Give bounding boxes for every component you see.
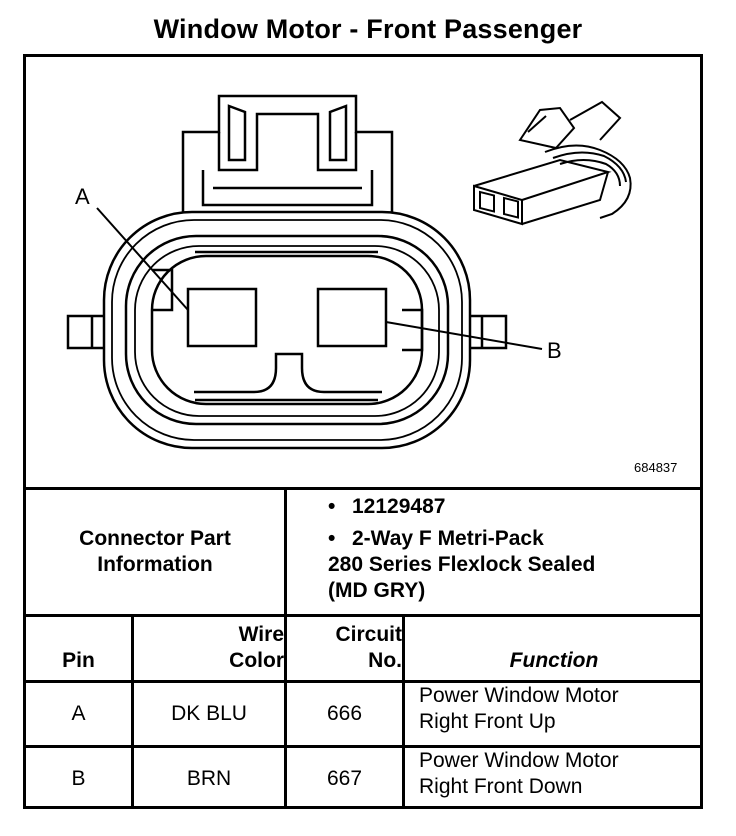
row-a-function-line1: Power Window Motor <box>419 684 619 707</box>
header-wire-line2: Color <box>229 649 284 672</box>
divider-diagram-table <box>23 487 703 490</box>
row-b-function-line1: Power Window Motor <box>419 749 619 772</box>
part-description-item: • 2-Way F Metri-Pack 280 Series Flexlock… <box>328 526 595 604</box>
row-a-circuit: 666 <box>326 702 363 725</box>
vline-partinfo-split <box>284 487 287 809</box>
pin-b-cavity <box>316 287 388 348</box>
divider-header-rows <box>23 680 703 683</box>
row-b-function-line2: Right Front Down <box>419 775 583 798</box>
row-b-wire-color: BRN <box>186 766 232 790</box>
pin-a-cavity <box>186 287 258 348</box>
part-description-line3: (MD GRY) <box>328 579 426 602</box>
bullet-icon: • <box>328 527 336 550</box>
connector-part-info-label: Connector Part Information <box>26 490 284 614</box>
row-a-function: Power Window Motor Right Front Up <box>405 683 703 745</box>
divider-partinfo-header <box>23 614 703 617</box>
connector-3d-view <box>473 100 632 226</box>
row-b-pin: B <box>71 766 86 790</box>
header-circuit-no: Circuit No. <box>287 617 402 680</box>
connector-part-info-values: • 12129487 • 2-Way F Metri-Pack 280 Seri… <box>328 494 595 610</box>
diagram-frame <box>23 54 703 809</box>
header-wire-line1: Wire <box>238 623 284 646</box>
header-function: Function <box>509 649 599 672</box>
connector-diagram <box>66 94 632 450</box>
part-description-line1: 2-Way F Metri-Pack <box>352 527 544 550</box>
header-circuit-line1: Circuit <box>335 623 402 646</box>
connector-face-view <box>66 94 543 450</box>
divider-row-a-b <box>23 745 703 748</box>
part-info-label-line1: Connector Part <box>79 527 231 550</box>
header-pin: Pin <box>62 649 95 672</box>
page-title: Window Motor - Front Passenger <box>153 14 583 44</box>
part-number-item: • 12129487 <box>328 494 595 520</box>
bullet-icon: • <box>328 495 336 518</box>
pin-a-label: A <box>75 184 90 209</box>
part-description-line2: 280 Series Flexlock Sealed <box>328 553 596 576</box>
part-number: 12129487 <box>352 495 446 518</box>
row-a-function-line2: Right Front Up <box>419 710 556 733</box>
row-b-circuit: 667 <box>326 766 363 790</box>
row-a-wire-color: DK BLU <box>171 702 247 725</box>
pin-b-label: B <box>547 338 562 363</box>
header-wire-color: Wire Color <box>134 617 284 680</box>
vline-circuit-function <box>402 614 405 809</box>
row-a-pin: A <box>71 702 86 725</box>
header-circuit-line2: No. <box>368 649 402 672</box>
vline-pin-wire <box>131 614 134 809</box>
part-info-label-line2: Information <box>97 553 213 576</box>
figure-number: 684837 <box>634 460 678 475</box>
row-b-function: Power Window Motor Right Front Down <box>405 748 703 809</box>
